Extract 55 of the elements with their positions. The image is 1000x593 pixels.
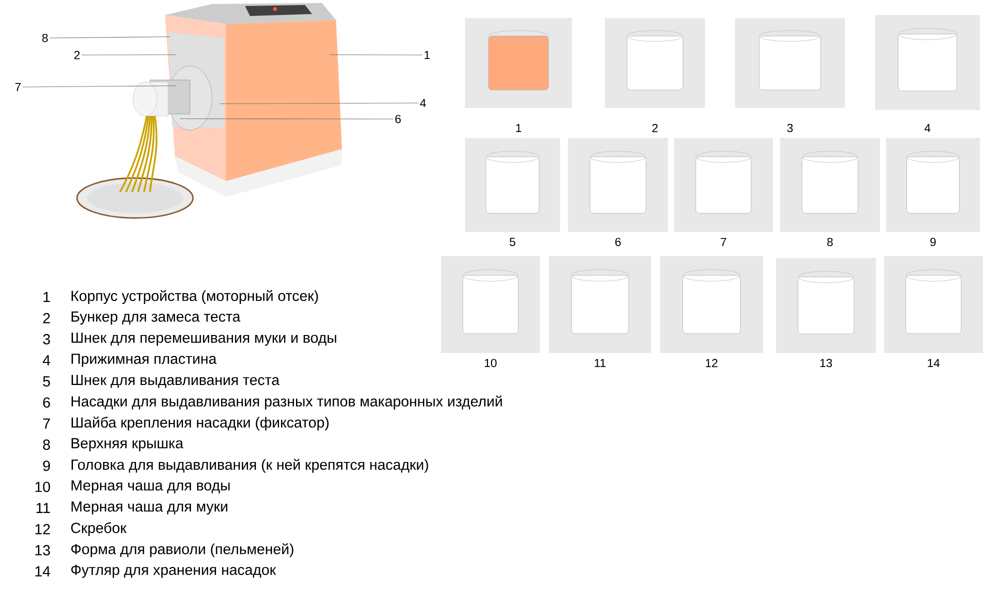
part-number: 4 [924, 124, 930, 132]
list-number: 2 [43, 313, 50, 324]
part-number: 3 [787, 124, 793, 132]
part-number: 1 [516, 124, 522, 132]
list-number: 7 [43, 418, 50, 429]
part-name: Шнек для перемешивания муки и воды [72, 332, 336, 346]
callout-number: 6 [395, 114, 401, 124]
list-number: 13 [35, 545, 50, 556]
part-name: Прижимная пластина [72, 354, 217, 367]
callout-number: 8 [42, 34, 48, 42]
list-number: 10 [35, 482, 50, 492]
callout-number: 7 [15, 82, 21, 92]
leader-line [81, 54, 176, 56]
part-name: Верхняя крышка [72, 438, 184, 452]
part-name: Форма для равиоли (пельменей) [71, 543, 294, 558]
part-number: 14 [928, 358, 940, 368]
part-name: Шайба крепления насадки (фиксатор) [72, 416, 329, 431]
list-number: 1 [44, 292, 50, 302]
callout-number: 4 [420, 98, 426, 108]
part-number: 12 [706, 358, 718, 368]
list-number: 11 [36, 502, 50, 514]
list-number: 4 [42, 355, 50, 366]
leader-line [179, 118, 394, 120]
pasta-machine-drawing [76, 3, 342, 219]
part-number: 5 [510, 238, 516, 246]
leader-line [22, 85, 176, 88]
part-number: 10 [484, 358, 497, 368]
list-number: 6 [43, 397, 50, 408]
part-name: Насадки для выдавливания разных типов макаронных изделий [72, 396, 502, 410]
list-number: 12 [35, 524, 50, 534]
part-name: Головка для выдавливания (к ней крепятся насадки) [72, 458, 428, 473]
part-name: Футляр для хранения насадок [71, 564, 276, 578]
callout-number: 2 [74, 50, 80, 60]
part-number: 2 [652, 124, 658, 132]
part-name: Мерная чаша для воды [72, 480, 230, 494]
leader-line [219, 102, 419, 104]
list-number: 5 [43, 376, 50, 386]
list-number: 8 [43, 440, 50, 450]
list-number: 3 [43, 334, 50, 344]
part-number: 9 [930, 238, 936, 246]
part-name: Шнек для выдавливания теста [72, 374, 280, 388]
part-number: 13 [820, 358, 832, 368]
leader-line [49, 36, 170, 38]
list-number: 9 [43, 460, 50, 471]
leader-line [329, 54, 423, 56]
part-number: 7 [720, 238, 726, 246]
part-name: Корпус устройства (моторный отсек) [72, 290, 318, 304]
part-number: 6 [615, 238, 621, 246]
part-number: 11 [594, 358, 606, 368]
list-number: 14 [35, 566, 50, 576]
callout-number: 1 [424, 50, 430, 60]
part-number: 8 [827, 238, 833, 246]
part-name: Мерная чаша для муки [72, 501, 228, 515]
part-name: Бункер для замеса теста [72, 312, 240, 325]
part-name: Скребок [71, 522, 127, 536]
